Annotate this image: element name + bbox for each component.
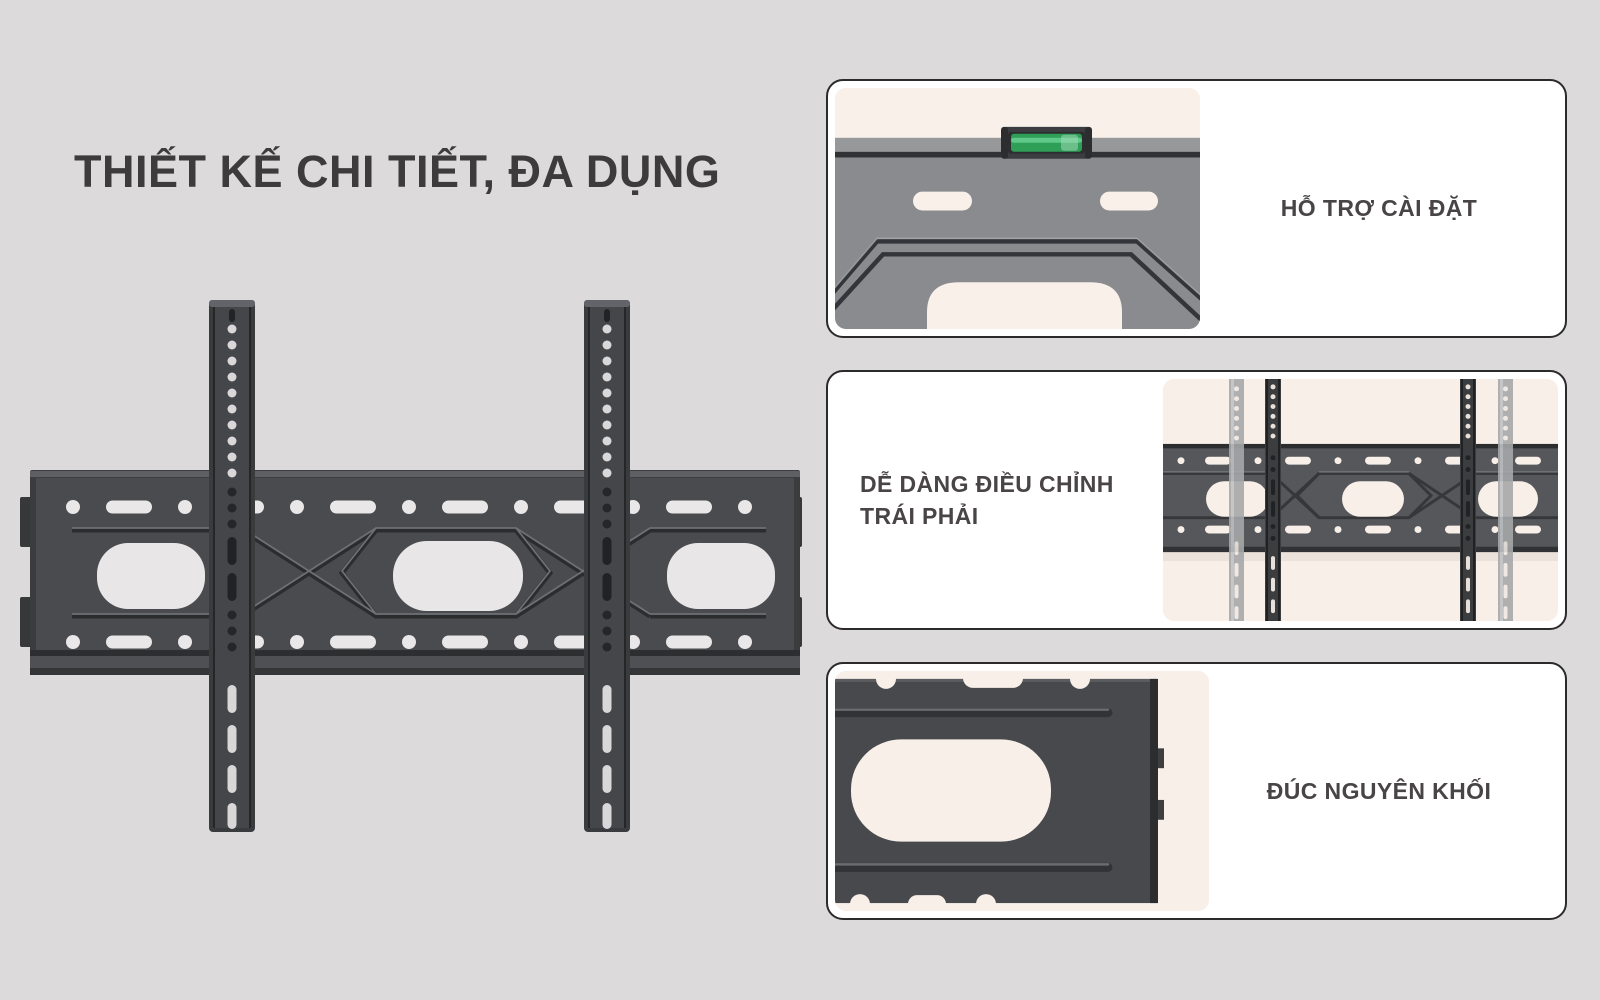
bubble-level-icon <box>1001 126 1092 159</box>
page-title: THIẾT KẾ CHI TIẾT, ĐA DỤNG <box>74 146 721 197</box>
card-image-level-closeup <box>835 88 1200 329</box>
right-rail <box>584 300 630 832</box>
card-label: DỄ DÀNG ĐIỀU CHỈNH TRÁI PHẢI <box>860 470 1114 529</box>
feature-card-install-support: HỖ TRỢ CÀI ĐẶT <box>826 79 1567 338</box>
wall-plate <box>20 470 802 675</box>
left-rail <box>209 300 255 832</box>
card-image-cast-plate-closeup <box>835 671 1209 911</box>
card-image-rail-adjust <box>1163 379 1558 621</box>
card-label: HỖ TRỢ CÀI ĐẶT <box>1280 195 1478 222</box>
ghost-rail-icon <box>1229 379 1513 621</box>
solid-rail-icon <box>1265 379 1476 621</box>
card-label: ĐÚC NGUYÊN KHỐI <box>1266 777 1492 804</box>
tv-bracket-photo <box>20 300 802 832</box>
feature-card-one-piece-cast: ĐÚC NGUYÊN KHỐI <box>826 662 1567 920</box>
feature-card-left-right-adjust: DỄ DÀNG ĐIỀU CHỈNH TRÁI PHẢI <box>826 370 1567 630</box>
